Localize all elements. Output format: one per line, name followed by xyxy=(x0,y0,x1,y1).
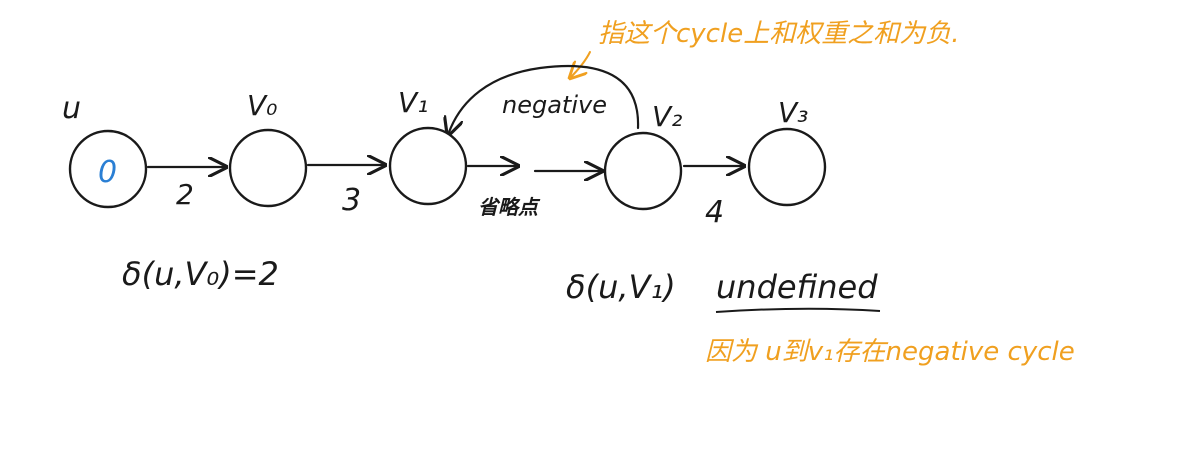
top-annotation: 指这个cycle上和权重之和为负. xyxy=(598,19,959,49)
formula-right-prefix: δ(u,V₁) xyxy=(566,268,676,306)
node-label-v3: V₃ xyxy=(778,96,808,129)
node-label-v2: V₂ xyxy=(652,100,682,133)
node-label-v1: V₁ xyxy=(398,86,428,119)
node-v0 xyxy=(228,128,308,208)
undefined-underline xyxy=(715,307,881,313)
negative-back-edge xyxy=(448,64,640,135)
edge-weight-v2-v3: 4 xyxy=(705,195,724,230)
node-u xyxy=(68,129,148,209)
node-label-v0: V₀ xyxy=(247,89,277,122)
node-label-u: u xyxy=(62,91,81,126)
bottom-annotation: 因为 u到v₁存在negative cycle xyxy=(705,337,1075,367)
negative-label: negative xyxy=(502,91,607,119)
node-u-value: 0 xyxy=(98,155,117,190)
edge-weight-u-v0: 2 xyxy=(176,178,194,211)
formula-right-value: undefined xyxy=(716,268,878,306)
node-v2 xyxy=(603,131,683,211)
edge-weight-v0-v1: 3 xyxy=(342,183,361,218)
node-v1 xyxy=(388,126,468,206)
omitted-nodes-label: 省略点 xyxy=(478,195,541,219)
node-v3 xyxy=(747,127,827,207)
formula-left: δ(u,V₀)=2 xyxy=(122,255,279,293)
